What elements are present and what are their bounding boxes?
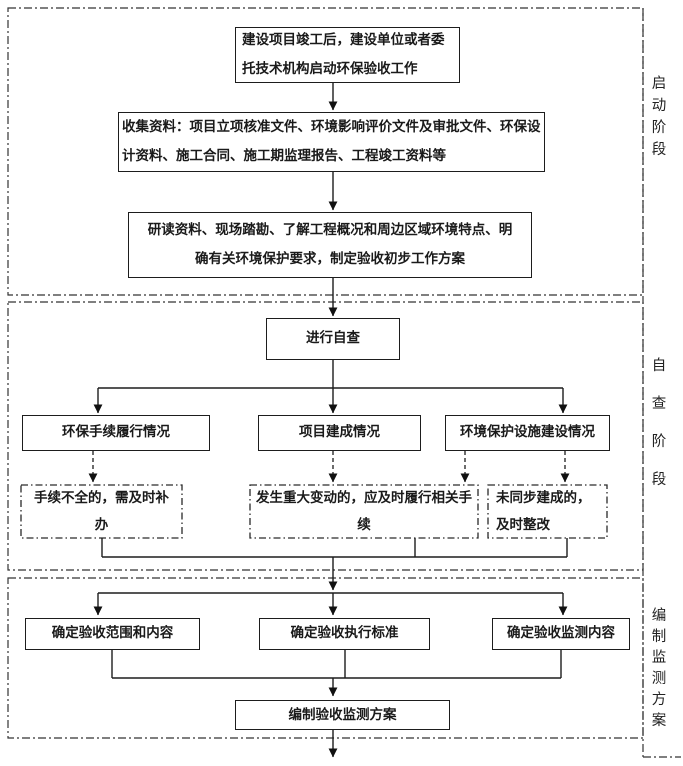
- box-scope: 确定验收范围和内容: [25, 618, 200, 650]
- box-completion-status: 项目建成情况: [258, 415, 421, 451]
- dashed-connectors: [88, 451, 570, 483]
- stage-label-plan: 编制监测方案: [651, 608, 667, 729]
- box-collect: 收集资料：项目立项核准文件、环境影响评价文件及审批文件、环保设计资料、施工合同、…: [118, 112, 545, 172]
- box-monitor: 确定验收监测内容: [492, 618, 630, 650]
- note-major-change: 发生重大变动的，应及时履行相关手续: [256, 490, 472, 533]
- stage-label-start: 启动阶段: [651, 76, 667, 158]
- note-not-synced: 未同步建成的，及时整改: [496, 490, 591, 533]
- solid-connectors: [93, 83, 568, 758]
- section-plan-border: [7, 577, 644, 739]
- box-procedure-status: 环保手续履行情况: [22, 415, 210, 451]
- box-launch: 建设项目竣工后，建设单位或者委托技术机构启动环保验收工作: [235, 27, 460, 83]
- box-study: 研读资料、现场踏勘、了解工程概况和周边区域环境特点、明确有关环境保护要求，制定验…: [128, 212, 532, 278]
- stage-label-self-check: 自查阶段: [651, 358, 667, 488]
- box-standard: 确定验收执行标准: [259, 618, 430, 650]
- section-borders: [7, 7, 681, 758]
- box-plan: 编制验收监测方案: [235, 700, 450, 730]
- section-start-border: [7, 7, 644, 296]
- note-incomplete: 手续不全的，需及时补办: [34, 490, 169, 533]
- note-major-change-border: [249, 484, 479, 539]
- box-self-check: 进行自查: [266, 318, 400, 360]
- note-not-synced-border: [487, 484, 608, 539]
- box-facility-status: 环境保护设施建设情况: [445, 415, 610, 451]
